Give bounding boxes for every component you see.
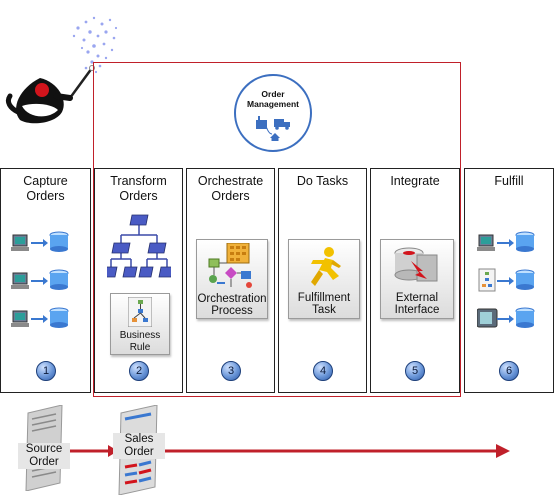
running-person-icon bbox=[311, 247, 341, 286]
database-interface-icon bbox=[394, 247, 438, 282]
sales-order-line1: Sales bbox=[124, 433, 154, 445]
column-title-line1: Fulfill bbox=[494, 174, 524, 188]
order-management-title-line1: Order bbox=[261, 89, 285, 99]
rule-flow-icon bbox=[128, 297, 152, 327]
orchestration-process-tile: Orchestration Process bbox=[196, 239, 268, 319]
column-title: Orchestrate Orders bbox=[187, 174, 274, 204]
flow-arrow bbox=[64, 444, 510, 458]
computer-to-database-icons bbox=[11, 231, 69, 328]
orchestration-line1: Orchestration bbox=[197, 293, 267, 305]
column-do-tasks: Do Tasks Fulfillment Task 4 bbox=[278, 168, 367, 393]
column-title-line1: Do Tasks bbox=[296, 174, 349, 188]
column-integrate: Integrate External Interface 5 bbox=[370, 168, 460, 393]
column-title-line1: Integrate bbox=[390, 174, 440, 188]
step-badge-6: 6 bbox=[499, 361, 519, 381]
column-title: Transform Orders bbox=[95, 174, 182, 204]
fulfillment-task-tile: Fulfillment Task bbox=[288, 239, 360, 319]
column-title: Capture Orders bbox=[1, 174, 90, 204]
column-title-line2: Orders bbox=[211, 189, 250, 203]
sparkle-wand-icon bbox=[5, 16, 118, 124]
step-badge-1: 1 bbox=[36, 361, 56, 381]
column-title-line2: Orders bbox=[119, 189, 158, 203]
fulfillment-task-label: Fulfillment Task bbox=[289, 292, 359, 316]
sales-order-document: Sales Order bbox=[113, 405, 165, 495]
external-interface-tile: External Interface bbox=[380, 239, 454, 319]
orchestration-process-label: Orchestration Process bbox=[197, 293, 267, 317]
sales-order-label: Sales Order bbox=[113, 433, 165, 459]
order-management-title-line2: Management bbox=[247, 99, 299, 109]
step-badge-5: 5 bbox=[405, 361, 425, 381]
sales-order-line2: Order bbox=[124, 446, 154, 458]
column-title: Integrate bbox=[371, 174, 459, 189]
fulfill-systems-icons bbox=[477, 231, 535, 328]
external-interface-label: External Interface bbox=[381, 292, 453, 316]
factory-truck-home-icon bbox=[256, 116, 290, 141]
step-badge-4: 4 bbox=[313, 361, 333, 381]
column-capture-orders: Capture Orders 1 bbox=[0, 168, 91, 393]
column-title-line1: Orchestrate bbox=[197, 174, 264, 188]
business-rule-line2: Rule bbox=[129, 342, 151, 353]
business-rule-label: Business Rule bbox=[111, 330, 169, 354]
order-management-frame bbox=[93, 62, 461, 397]
source-order-label: Source Order bbox=[18, 443, 70, 469]
column-title-line1: Transform bbox=[110, 174, 167, 188]
column-title: Do Tasks bbox=[279, 174, 366, 189]
orchestration-line2: Process bbox=[211, 305, 253, 317]
column-title-line2: Orders bbox=[26, 189, 65, 203]
fulfillment-line2: Task bbox=[312, 304, 336, 316]
external-line1: External bbox=[395, 292, 439, 304]
order-management-badge: Order Management bbox=[234, 74, 312, 152]
source-order-document: Source Order bbox=[18, 405, 70, 491]
order-management-title: Order Management bbox=[236, 89, 310, 109]
source-order-line1: Source bbox=[25, 443, 63, 455]
orchestration-icon bbox=[208, 243, 252, 288]
column-title-line1: Capture bbox=[23, 174, 68, 188]
column-transform-orders: Transform Orders Business Rule bbox=[94, 168, 183, 393]
column-fulfill: Fulfill 6 bbox=[464, 168, 554, 393]
step-badge-3: 3 bbox=[221, 361, 241, 381]
step-badge-2: 2 bbox=[129, 361, 149, 381]
business-rule-line1: Business bbox=[119, 330, 161, 341]
external-line2: Interface bbox=[394, 304, 440, 316]
hierarchy-icon bbox=[107, 214, 171, 278]
column-orchestrate-orders: Orchestrate Orders Orchestration Process… bbox=[186, 168, 275, 393]
business-rule-tile: Business Rule bbox=[110, 293, 170, 355]
fulfillment-line1: Fulfillment bbox=[297, 292, 351, 304]
column-title: Fulfill bbox=[465, 174, 553, 189]
source-order-line2: Order bbox=[29, 456, 59, 468]
